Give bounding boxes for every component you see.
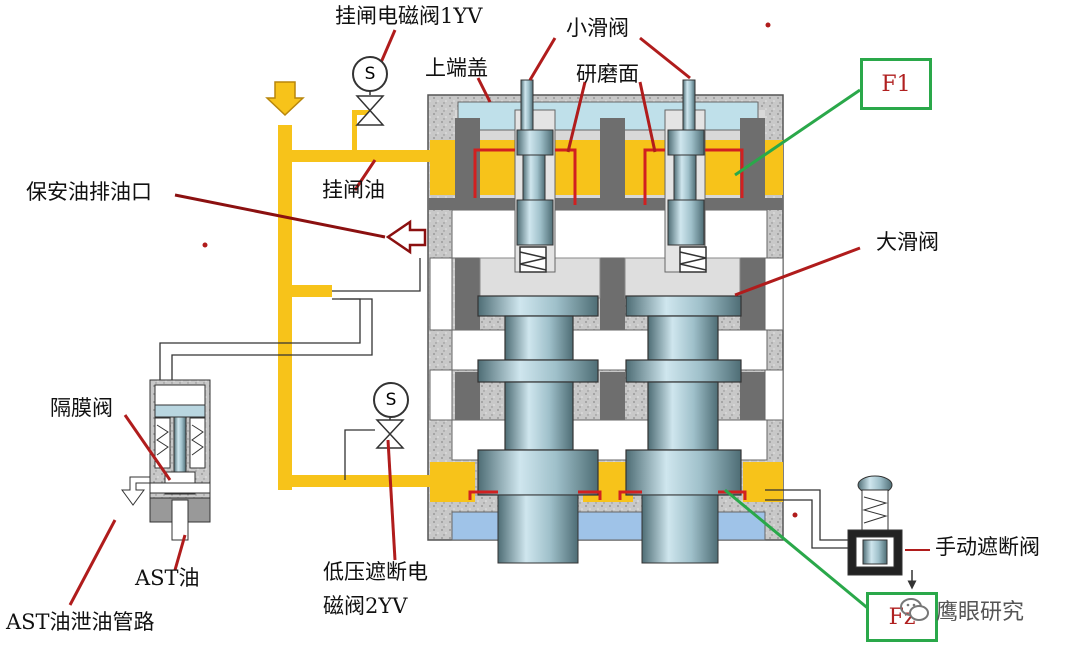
oil-lines <box>278 110 432 490</box>
callout-f1-text: F1 <box>881 71 911 97</box>
valve-body <box>427 79 784 564</box>
label-ast-oil: AST油 <box>135 566 200 590</box>
callout-f1: F1 <box>860 58 932 110</box>
watermark-text: 鹰眼研究 <box>936 600 1025 625</box>
label-small-spool: 小滑阀 <box>566 16 629 40</box>
watermark: 鹰眼研究 <box>900 594 1024 626</box>
label-trip-oil: 挂闸油 <box>322 178 385 202</box>
label-low-pressure-valve-1: 低压遮断电 <box>323 560 428 584</box>
solenoid-1yv-symbol: S <box>352 56 388 92</box>
wechat-icon <box>900 598 929 621</box>
label-trip-valve-1yv: 挂闸电磁阀1YV <box>335 4 483 28</box>
solenoid-2yv-symbol: S <box>373 382 409 418</box>
label-low-pressure-valve-2: 磁阀2YV <box>323 594 408 618</box>
drain-arrow <box>385 219 427 255</box>
label-large-spool: 大滑阀 <box>876 230 939 254</box>
diaphragm-valve <box>121 379 211 541</box>
red-dots <box>202 22 798 518</box>
label-upper-cover: 上端盖 <box>425 56 488 80</box>
oil-inlet-arrow <box>265 81 305 117</box>
label-safety-oil-drain: 保安油排油口 <box>26 180 152 204</box>
label-manual-trip-valve: 手动遮断阀 <box>935 535 1040 559</box>
solenoid-2yv <box>375 413 405 449</box>
solenoid-1yv-s: S <box>364 64 376 84</box>
leader-lines <box>68 29 861 606</box>
solenoid-2yv-s: S <box>385 390 397 410</box>
manual-trip-valve <box>847 475 930 590</box>
label-grinding-face: 研磨面 <box>576 62 639 86</box>
label-diaphragm-valve: 隔膜阀 <box>50 396 113 420</box>
label-ast-drain-line: AST油泄油管路 <box>6 610 155 634</box>
